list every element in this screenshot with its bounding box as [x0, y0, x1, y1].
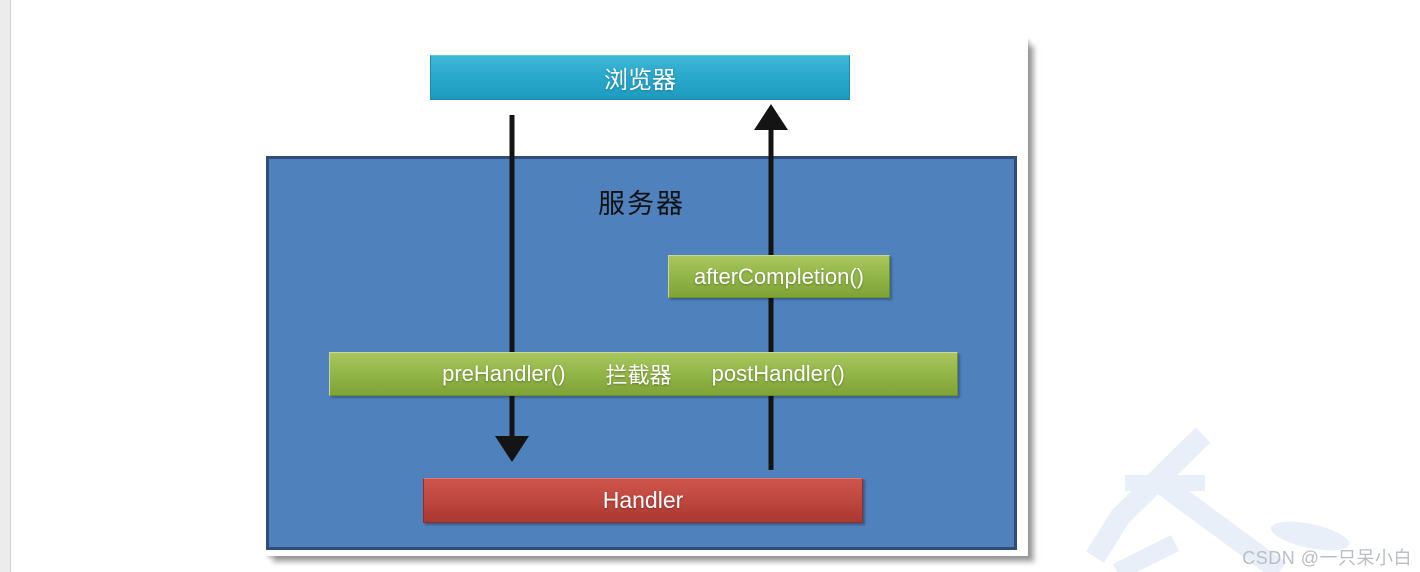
request-arrow-shaft: [509, 115, 515, 438]
post-handler-label: postHandler(): [711, 361, 845, 386]
handler-label: Handler: [602, 487, 684, 513]
browser-box: 浏览器: [430, 55, 850, 100]
interceptor-label: 拦截器: [605, 363, 672, 388]
diagram-card: 浏览器 服务器 afterCompletion() preHandler() 拦…: [263, 36, 1028, 556]
handler-box: Handler: [423, 478, 863, 523]
browser-label: 浏览器: [604, 67, 676, 94]
server-label: 服务器: [598, 189, 685, 219]
request-arrowhead-icon: [495, 436, 529, 462]
watermark-text: CSDN @一只呆小白: [1242, 548, 1412, 568]
interceptor-bar: preHandler() 拦截器 postHandler(): [329, 352, 958, 396]
pre-handler-label: preHandler(): [442, 361, 566, 386]
response-arrow-shaft: [768, 128, 774, 470]
response-up-arrow-icon: [753, 104, 789, 470]
after-completion-box: afterCompletion(): [668, 255, 890, 298]
request-down-arrow-icon: [494, 115, 530, 462]
response-arrowhead-icon: [754, 104, 788, 130]
left-border-strip: [0, 0, 11, 572]
after-completion-label: afterCompletion(): [694, 263, 864, 289]
